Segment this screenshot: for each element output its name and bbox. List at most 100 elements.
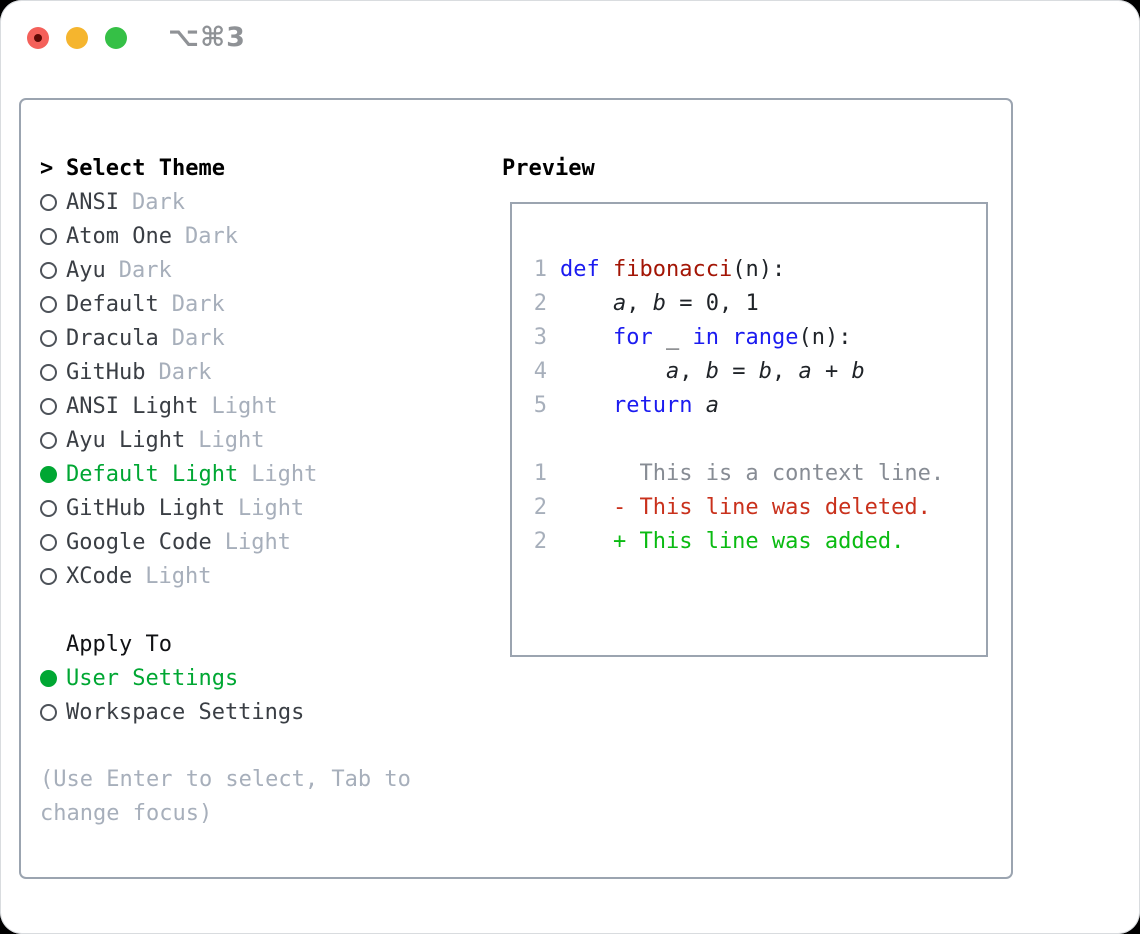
- theme-option[interactable]: ANSI Dark: [40, 185, 472, 219]
- theme-name: GitHub: [66, 359, 146, 385]
- line-number: 1: [533, 256, 547, 282]
- theme-variant-tag: Light: [211, 393, 278, 419]
- theme-variant-tag: Light: [237, 495, 305, 521]
- apply-option[interactable]: Workspace Settings: [40, 695, 472, 729]
- line-number: 4: [533, 358, 547, 384]
- apply-option[interactable]: User Settings: [40, 661, 472, 695]
- zoom-button[interactable]: [105, 27, 127, 49]
- theme-variant-tag: Light: [251, 461, 318, 487]
- radio-marker: [40, 499, 66, 517]
- minimize-button[interactable]: [66, 27, 88, 49]
- theme-option[interactable]: Default Dark: [40, 287, 472, 321]
- theme-variant-tag: Dark: [118, 257, 172, 283]
- radio-marker: [40, 533, 66, 551]
- radio-icon: [40, 227, 57, 245]
- theme-name: ANSI Light: [66, 393, 199, 419]
- theme-option[interactable]: Dracula Dark: [40, 321, 472, 355]
- line-number: 2: [533, 528, 547, 554]
- line-number: 2: [533, 290, 547, 316]
- radio-icon: [40, 567, 57, 585]
- theme-variant-tag: Dark: [131, 189, 185, 215]
- radio-icon: [40, 703, 57, 721]
- select-theme-title: Select Theme: [66, 155, 225, 181]
- radio-icon: [40, 261, 57, 279]
- theme-name: Default: [66, 291, 159, 317]
- preview-line: 5 return a: [512, 388, 986, 422]
- close-button[interactable]: [27, 27, 49, 49]
- line-content: This is a context line.: [560, 460, 945, 486]
- radio-marker: [40, 431, 66, 449]
- line-content: for _ in range(n):: [612, 324, 852, 350]
- line-content: - This line was deleted.: [560, 494, 931, 520]
- radio-marker: [40, 363, 66, 381]
- radio-icon: [40, 499, 57, 517]
- line-content: return a: [612, 392, 719, 418]
- preview-line: 2 a, b = 0, 1: [512, 286, 986, 320]
- radio-marker: [40, 703, 66, 721]
- theme-variant-tag: Light: [198, 427, 265, 453]
- preview-line: 3 for _ in range(n):: [512, 320, 986, 354]
- radio-icon: [40, 193, 57, 211]
- theme-name: Atom One: [66, 223, 172, 249]
- line-number: 3: [533, 324, 547, 350]
- theme-name: Google Code: [66, 529, 212, 555]
- radio-icon: [40, 669, 57, 687]
- spacer: [40, 729, 472, 763]
- theme-option[interactable]: Ayu Light Light: [40, 423, 472, 457]
- radio-icon: [40, 329, 57, 347]
- line-content: + This line was added.: [560, 528, 905, 554]
- theme-name: Ayu Light: [66, 427, 186, 453]
- line-content: a, b = 0, 1: [612, 290, 759, 316]
- radio-icon: [40, 465, 57, 483]
- titlebar: ⌥⌘3: [0, 0, 1140, 76]
- hint-text: (Use Enter to select, Tab to change focu…: [40, 767, 411, 826]
- radio-icon: [40, 533, 57, 551]
- apply-option-label: User Settings: [66, 665, 239, 691]
- theme-variant-tag: Light: [224, 529, 291, 555]
- radio-marker: [40, 193, 66, 211]
- apply-to-header: Apply To: [40, 627, 472, 661]
- theme-option[interactable]: Google Code Light: [40, 525, 472, 559]
- radio-marker: [40, 261, 66, 279]
- line-number: 1: [533, 460, 547, 486]
- theme-name: Ayu: [66, 257, 106, 283]
- theme-name: ANSI: [66, 189, 119, 215]
- theme-option[interactable]: Default Light Light: [40, 457, 472, 491]
- line-number: 2: [533, 494, 547, 520]
- theme-variant-tag: Dark: [171, 291, 225, 317]
- preview-line: 1 def fibonacci(n):: [512, 252, 986, 286]
- apply-to-list: User Settings Workspace Settings: [40, 661, 472, 729]
- theme-option[interactable]: Ayu Dark: [40, 253, 472, 287]
- preview-line: 4 a, b = b, a + b: [512, 354, 986, 388]
- theme-option[interactable]: Atom One Dark: [40, 219, 472, 253]
- theme-option[interactable]: GitHub Light Light: [40, 491, 472, 525]
- radio-marker: [40, 397, 66, 415]
- apply-option-label: Workspace Settings: [66, 699, 305, 725]
- radio-marker: [40, 669, 66, 687]
- theme-option[interactable]: GitHub Dark: [40, 355, 472, 389]
- radio-icon: [40, 431, 57, 449]
- radio-marker: [40, 567, 66, 585]
- theme-variant-tag: Dark: [184, 223, 238, 249]
- theme-variant-tag: Dark: [158, 359, 212, 385]
- preview-line: [512, 422, 986, 456]
- window-title: ⌥⌘3: [168, 22, 246, 53]
- radio-marker: [40, 295, 66, 313]
- theme-name: XCode: [66, 563, 133, 589]
- theme-variant-tag: Dark: [171, 325, 225, 351]
- theme-name: Dracula: [66, 325, 159, 351]
- theme-name: Default Light: [66, 461, 239, 487]
- radio-marker: [40, 465, 66, 483]
- preview-pane: 1 def fibonacci(n): 2 a, b = 0, 1 3 for …: [510, 202, 988, 657]
- theme-selector-panel: > Select Theme ANSI Dark Atom One Dark A…: [19, 98, 1013, 879]
- theme-option[interactable]: XCode Light: [40, 559, 472, 593]
- line-content: a, b = b, a + b: [665, 358, 865, 384]
- theme-option[interactable]: ANSI Light Light: [40, 389, 472, 423]
- theme-list: ANSI Dark Atom One Dark Ayu Dark Default…: [40, 185, 472, 593]
- radio-icon: [40, 363, 57, 381]
- theme-menu: > Select Theme ANSI Dark Atom One Dark A…: [40, 151, 472, 831]
- preview-line: 1 This is a context line.: [512, 456, 986, 490]
- traffic-lights: [27, 27, 127, 49]
- preview-line: 2 + This line was added.: [512, 524, 986, 558]
